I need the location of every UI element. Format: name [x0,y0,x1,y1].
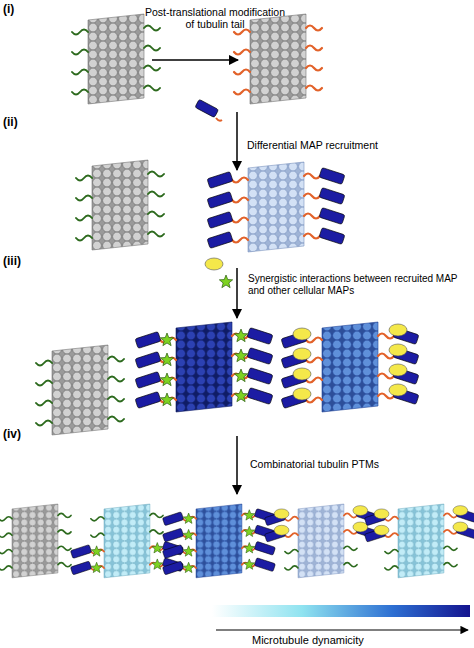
microtubule [196,504,242,578]
gradient-bar [212,605,470,617]
tails [0,546,71,570]
tails [36,357,124,386]
stars [160,329,247,366]
star-icon [219,275,232,288]
ellipse-icon [205,258,223,270]
mt-modified [234,14,322,104]
ellipses [374,506,467,536]
stars [183,543,255,573]
tails [91,513,163,537]
microtubule [176,322,232,412]
mt-unmodified [76,160,164,250]
maps [135,368,273,409]
microtubule [88,14,144,104]
maps [207,168,345,209]
mt-unmodified [36,345,124,435]
microtubule [104,504,150,578]
maps [162,541,275,575]
tails [306,374,394,403]
microtubule [52,345,108,435]
mt-map-bound [207,162,345,252]
tails [36,397,124,426]
tails [232,174,320,203]
stars [160,369,247,406]
panel-number: (i) [3,3,14,15]
tails [306,334,394,363]
step-label: Synergistic interactions between recruit… [248,273,472,297]
mt-combo-1 [0,504,71,578]
tails [234,26,322,55]
microtubule [322,322,378,412]
tails [72,66,160,95]
tails [76,172,164,201]
maps [135,328,273,369]
ellipses [293,364,407,400]
tails [385,546,457,570]
microtubule [250,14,306,104]
panel-number: (iii) [3,255,21,267]
process-arrow [152,59,238,61]
tails [72,26,160,55]
microtubule [92,160,148,250]
scale-arrow [216,629,468,630]
process-arrow [236,112,238,170]
panel-number: (iv) [3,428,21,440]
mt-unmodified [72,14,160,104]
tails [285,513,357,537]
ellipses [274,506,367,536]
axis-label: Microtubule dynamicity [252,634,364,646]
step-label: Post-translational modification of tubul… [140,6,290,30]
tails [76,212,164,241]
mt-synergy-ellipse [281,322,419,412]
tails [232,214,320,243]
mt-combo-5 [364,504,474,578]
tails [0,513,71,537]
mt-synergy-star [135,322,273,412]
tails [285,546,357,570]
microtubule [298,504,344,578]
step-label: Differential MAP recruitment [247,139,378,151]
mt-combo-3 [162,504,275,578]
process-arrow [236,436,238,494]
stars [91,543,163,573]
tails [234,66,322,95]
map-icon [195,99,219,117]
microtubule [12,504,58,578]
process-arrow [236,268,238,318]
mt-combo-4 [264,504,377,578]
tails [385,513,457,537]
step-label: Combinatorial tubulin PTMs [250,458,379,470]
map-icon-tail [216,118,222,121]
maps [162,509,275,543]
microtubule [398,504,444,578]
microtubule [248,162,304,252]
ellipses [293,324,407,360]
stars [183,510,255,540]
panel-number: (ii) [3,116,18,128]
maps [207,208,345,249]
